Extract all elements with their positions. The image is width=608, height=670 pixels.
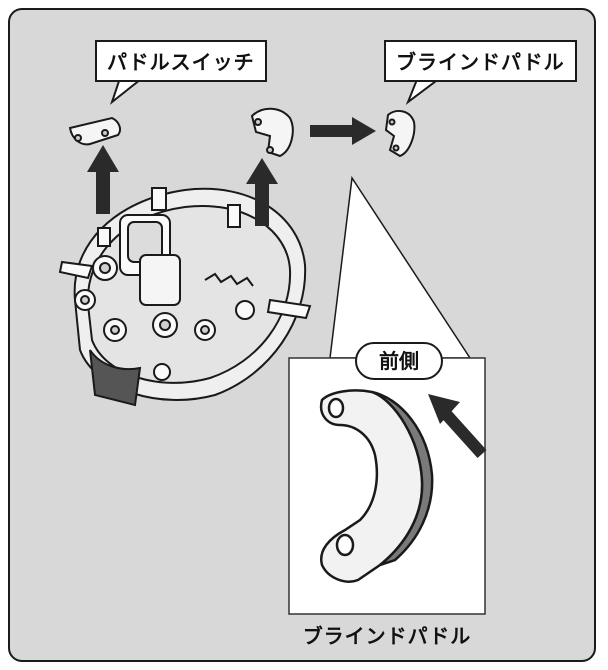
front-side-label: 前側 (355, 342, 443, 380)
blind-paddle-label: ブラインドパドル (384, 40, 577, 82)
paddle-switch-part-left (68, 116, 121, 146)
zoom-cone (329, 175, 472, 359)
blind-paddle-part-small (384, 109, 416, 158)
right-arrow (310, 117, 376, 145)
up-arrow-left (87, 145, 119, 214)
paddle-switch-part-right (250, 107, 294, 158)
up-arrow-right (246, 158, 278, 226)
steering-hub (58, 187, 312, 407)
zoom-caption: ブラインドパドル (302, 624, 472, 648)
front-pointer-arrow (428, 394, 487, 459)
paddle-switch-label: パドルスイッチ (95, 40, 267, 82)
blind-paddle-enlarged (319, 389, 434, 583)
